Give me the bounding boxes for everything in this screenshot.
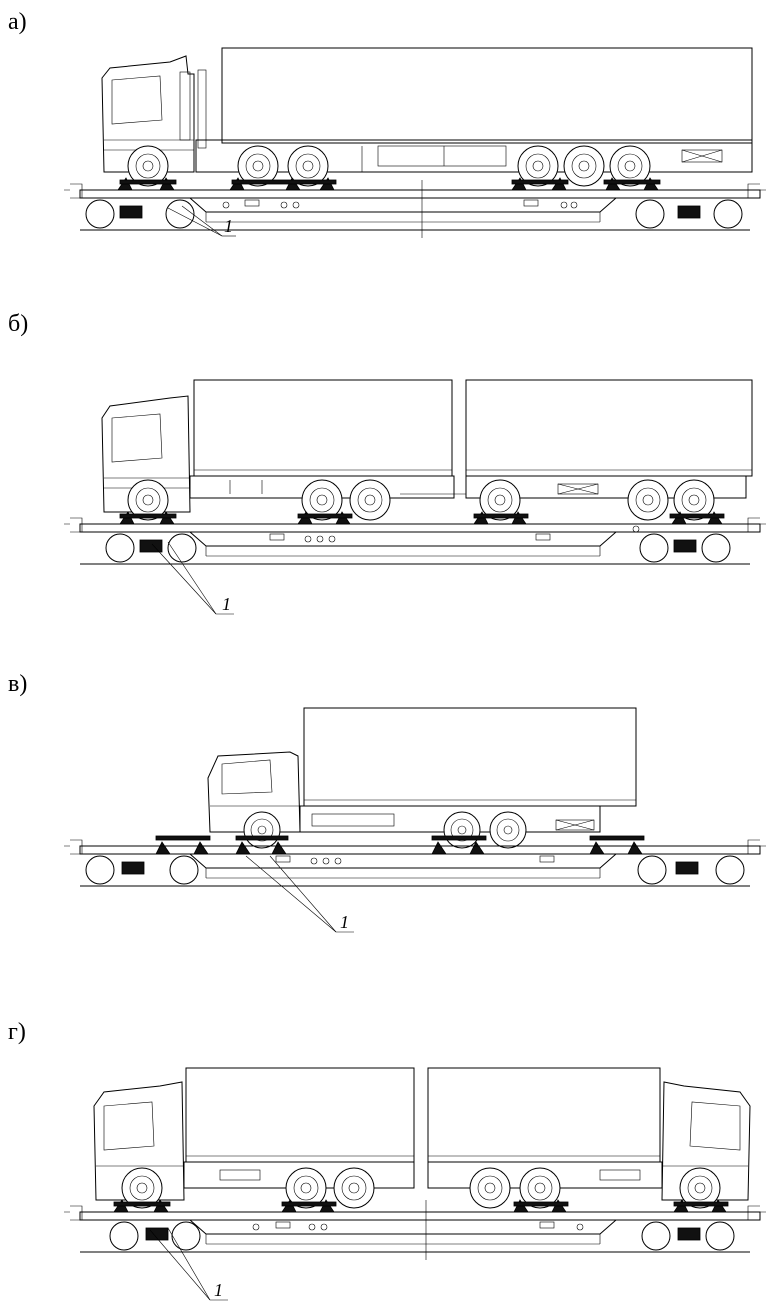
railcar-frame	[79, 180, 761, 238]
callout-1: 1	[167, 205, 236, 237]
panel-v-label: в)	[8, 671, 28, 697]
truck-cab	[101, 395, 191, 513]
panel-b-drawing: 1	[64, 379, 766, 615]
panel-b-label: б)	[8, 311, 29, 337]
trailer-body	[400, 379, 753, 499]
panel-g-drawing: 1	[64, 1067, 766, 1301]
wheel-chocks	[117, 177, 661, 191]
panel-v: в)	[0, 660, 780, 1020]
callout-number: 1	[340, 912, 349, 932]
callout-1: 1	[245, 855, 354, 933]
vehicle-wheels	[127, 145, 651, 187]
panel-v-drawing: 1	[64, 707, 766, 933]
semitrailer-box	[195, 47, 753, 173]
vehicle-wheels	[243, 811, 527, 849]
railcar-bogies	[64, 839, 766, 887]
vehicle-wheels	[127, 479, 715, 521]
callout-number: 1	[214, 1280, 223, 1300]
truck-cab	[207, 751, 301, 833]
panel-b: б)	[0, 300, 780, 660]
panel-a: а)	[0, 0, 780, 300]
callout-1: 1	[149, 1227, 228, 1301]
truck-cab-left	[93, 1081, 185, 1201]
railcar-bogies	[64, 1205, 766, 1253]
railcar-bogies	[64, 517, 766, 565]
callout-number: 1	[224, 216, 233, 236]
callout-number: 1	[222, 594, 231, 614]
panel-g: г)	[0, 1020, 780, 1316]
wheel-chocks	[113, 1199, 729, 1213]
truck-cab-right	[661, 1081, 751, 1201]
railcar-bogies	[64, 183, 766, 231]
panel-a-label: а)	[8, 9, 27, 35]
wheel-chocks	[155, 835, 645, 855]
panel-g-label: г)	[8, 1019, 26, 1045]
panel-a-drawing: 1	[64, 47, 766, 238]
vehicle-wheels	[121, 1167, 721, 1209]
truck-cab	[101, 55, 207, 173]
railcar-frame	[79, 1200, 761, 1260]
railcar-frame	[79, 523, 761, 557]
callout-1: 1	[151, 541, 234, 615]
